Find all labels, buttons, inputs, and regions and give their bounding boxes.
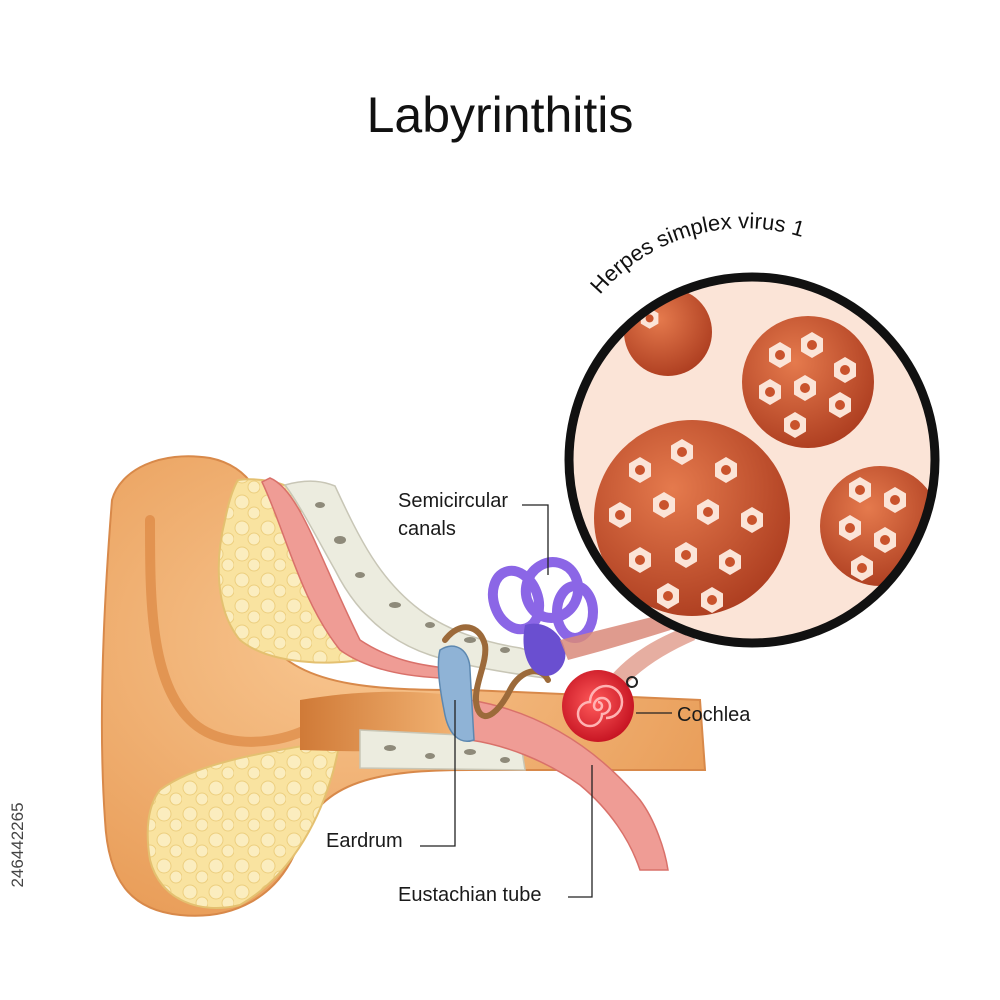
leader-eardrum: [420, 700, 456, 847]
virus-field: [594, 288, 935, 616]
label-eardrum: Eardrum: [326, 830, 403, 852]
label-cochlea: Cochlea: [677, 704, 751, 726]
cochlea: [562, 670, 634, 742]
lens-ring: [564, 272, 940, 648]
virus-particle-top-right: [742, 316, 874, 448]
bone-pores-upper: [315, 502, 510, 653]
label-semicircular-line1: Semicircular: [398, 490, 509, 512]
vestibule: [523, 623, 566, 676]
leader-eustachian: [568, 765, 593, 898]
fat-tissue-lower: [146, 738, 342, 909]
stock-id-strip: 246442265: [4, 760, 32, 930]
cochlea-spiral: [576, 684, 624, 728]
diagram-title: Labyrinthitis: [366, 87, 634, 143]
ossicles: [442, 624, 551, 719]
eardrum: [437, 645, 475, 742]
stock-id: 246442265: [8, 802, 27, 888]
eustachian-tube: [469, 699, 669, 871]
leader-semicircular: [522, 504, 549, 575]
label-eustachian-tube: Eustachian tube: [398, 884, 542, 906]
nerve-bundle: [560, 610, 686, 660]
infection-marker: [626, 676, 638, 688]
virus-particle-large: [594, 420, 790, 616]
bone-pores-lower: [384, 745, 510, 763]
label-semicircular-line2: canals: [398, 518, 456, 540]
